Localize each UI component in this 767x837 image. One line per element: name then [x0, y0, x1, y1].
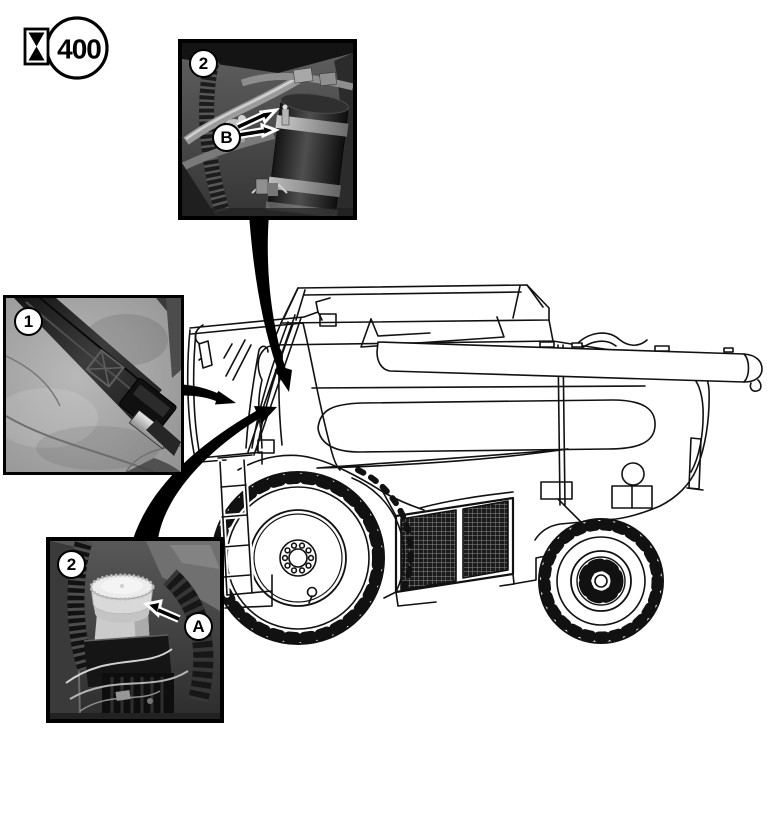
interval-hours: 400: [57, 34, 101, 65]
hourglass-icon: [23, 27, 50, 66]
unloading-auger: [376, 341, 763, 392]
callout-a-arrow: [142, 599, 181, 623]
callout-letter-b: B: [212, 123, 241, 152]
seat-belt-strap: [14, 298, 181, 456]
arrow-bottom-inset-to-cab: [133, 406, 277, 539]
seat-belt-photo-art: [6, 298, 181, 472]
engine-grille: [237, 454, 557, 607]
inset-photo-seat-belt: 1: [3, 295, 184, 475]
inset-photo-reservoir: 2 A: [46, 537, 224, 723]
front-wheel: [211, 467, 414, 645]
callout-b-arrows: [236, 107, 280, 139]
inset-photo-hose-clamp: 2 B: [178, 39, 357, 220]
arrow-left-inset-to-seat: [183, 384, 236, 405]
item-badge: 1: [14, 307, 43, 336]
service-interval-symbol: 400: [22, 12, 116, 84]
reservoir-photo-art: [50, 541, 220, 719]
body-panel-lines: [311, 385, 656, 469]
item-badge: 2: [189, 49, 218, 78]
callout-letter-a: A: [184, 612, 213, 641]
rear-wheel: [538, 518, 664, 644]
cab-ladder: [217, 454, 273, 609]
item-badge: 2: [57, 550, 86, 579]
arrow-top-inset-to-cab: [249, 214, 292, 392]
